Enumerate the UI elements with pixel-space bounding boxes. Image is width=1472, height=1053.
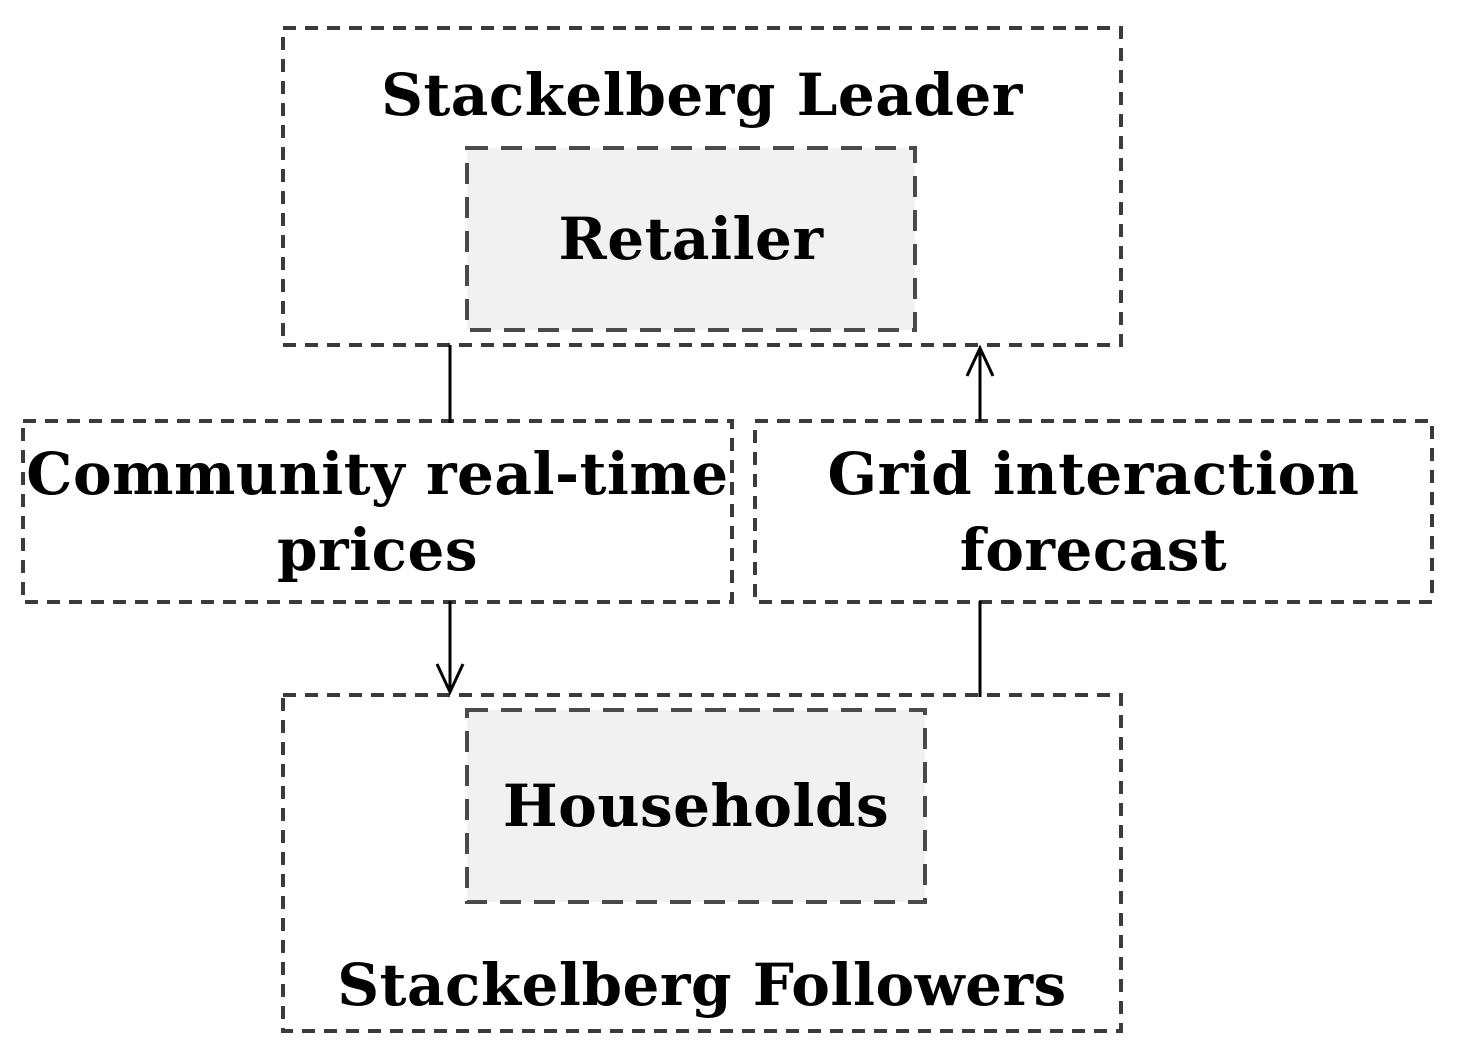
grid-forecast-line-1: Grid interaction (827, 439, 1360, 508)
community-prices-line-1: Community real-time (26, 439, 729, 508)
retailer-label: Retailer (558, 205, 824, 273)
community-prices-box (21, 419, 734, 604)
community-prices-label: Community real-time prices (23, 421, 732, 602)
stackelberg-followers-title: Stackelberg Followers (337, 951, 1067, 1019)
community-prices-line-2: prices (276, 515, 478, 584)
stackelberg-leader-title: Stackelberg Leader (381, 61, 1023, 129)
prices-to-followers-arrow (435, 601, 465, 696)
households-label: Households (502, 772, 890, 840)
grid-forecast-line-2: forecast (959, 515, 1228, 584)
forecast-to-leader-arrow (965, 344, 995, 421)
grid-forecast-label: Grid interaction forecast (755, 421, 1432, 602)
retailer-label-container: Retailer (467, 148, 915, 330)
stackelberg-leader-box (281, 26, 1123, 347)
retailer-box (465, 146, 917, 332)
households-label-container: Households (467, 710, 925, 902)
households-box (465, 708, 927, 904)
grid-forecast-box (753, 419, 1434, 604)
stackelberg-followers-box (281, 693, 1123, 1033)
